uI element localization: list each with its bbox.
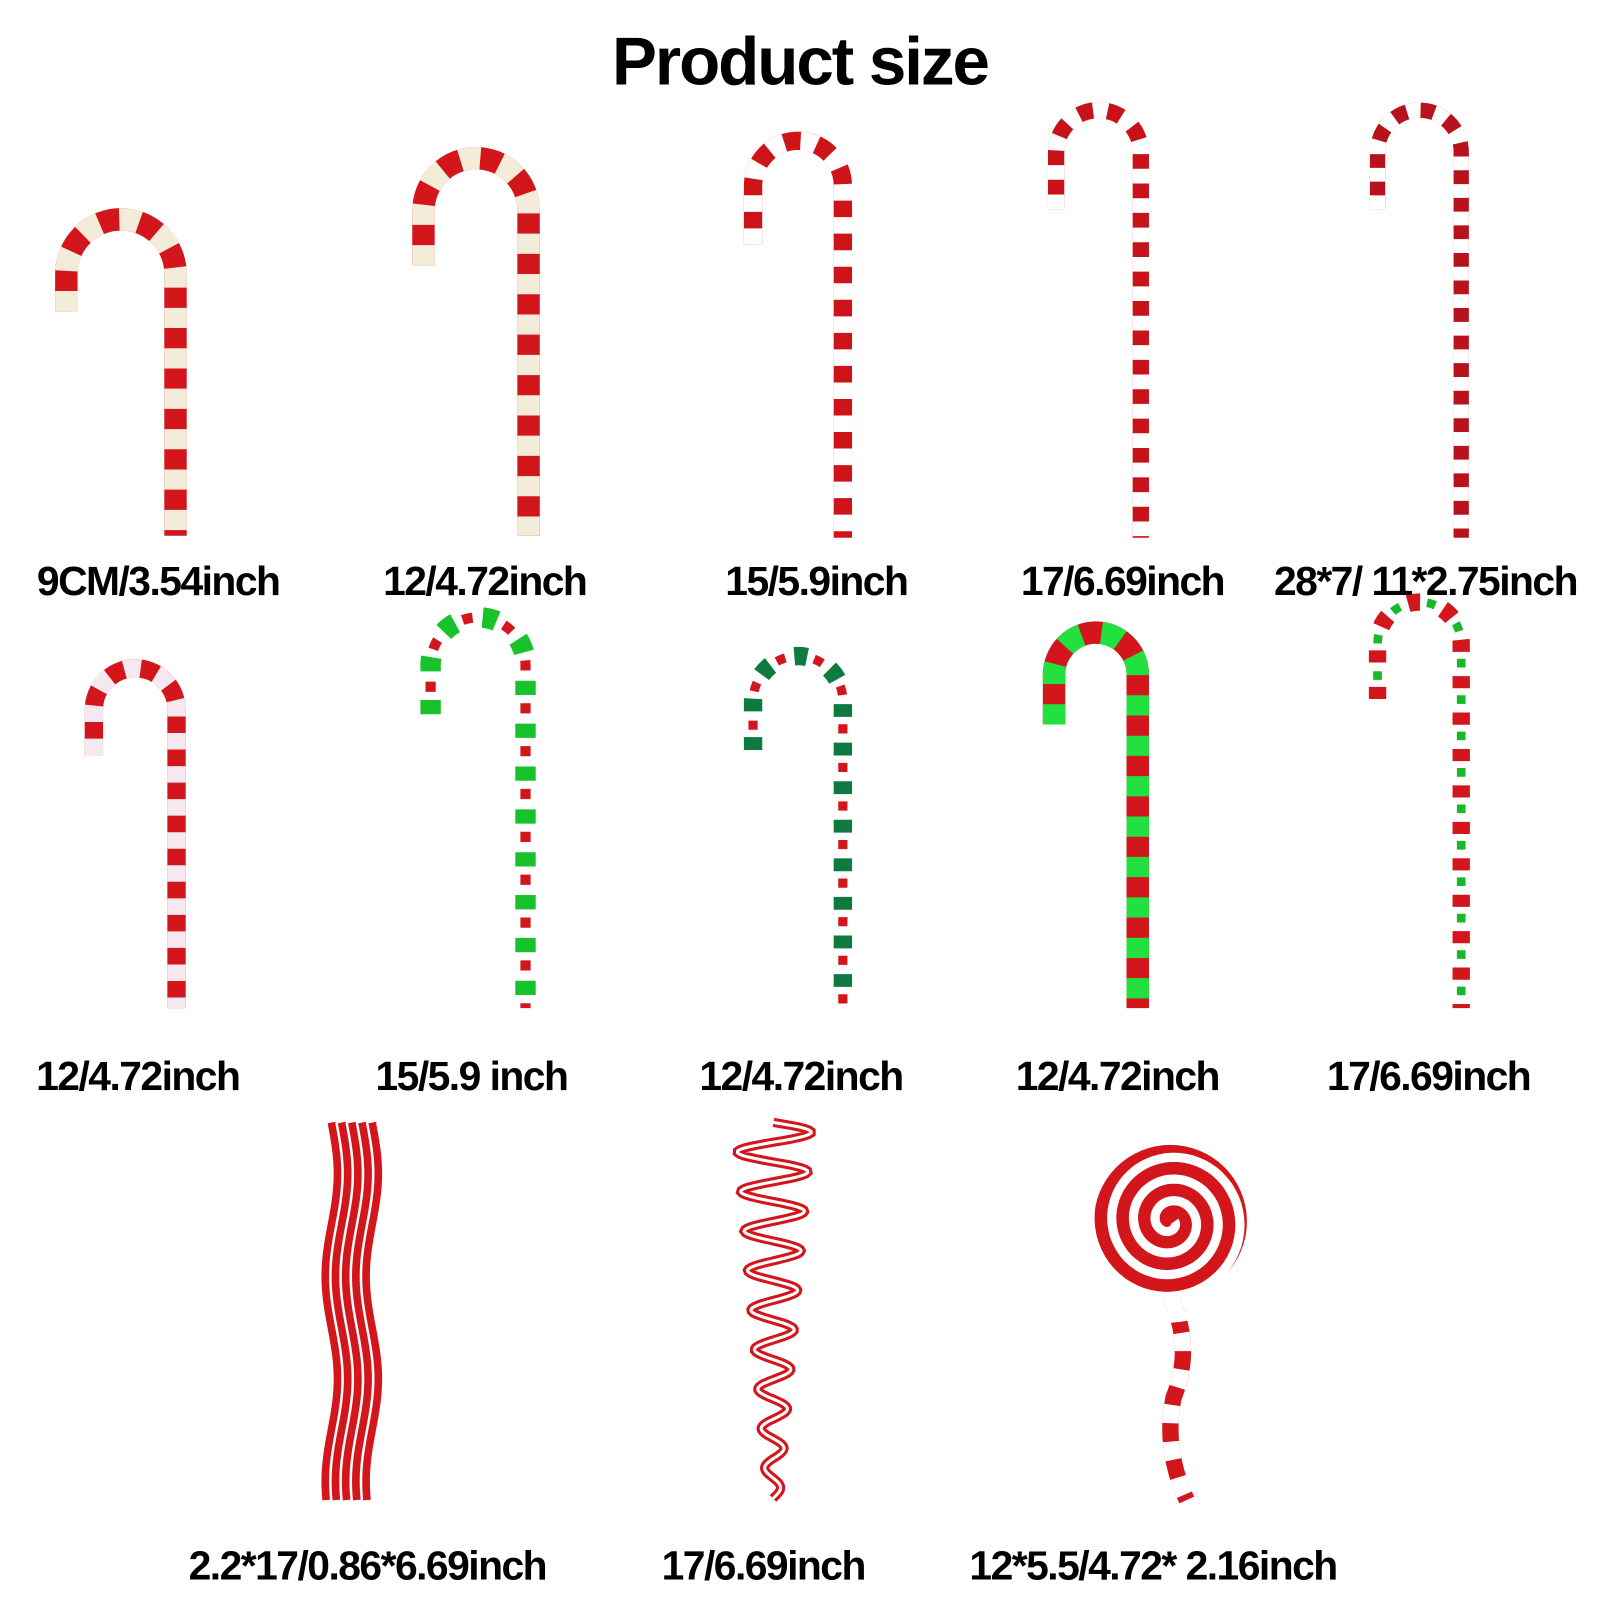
candy-cane-1 [55, 208, 187, 536]
size-label: 15/5.9inch [725, 559, 909, 605]
size-label: 12*5.5/4.72* 2.16inch [969, 1543, 1338, 1589]
size-label: 12/4.72inch [699, 1054, 904, 1099]
size-label: 12/4.72inch [36, 1054, 241, 1099]
candy-cane-8 [743, 646, 853, 1009]
size-label: 17/6.69inch [661, 1543, 867, 1589]
page-title: Product size [612, 23, 990, 99]
candy-cane-5 [1369, 102, 1469, 538]
candy-cane-2 [412, 146, 540, 536]
size-label: 12/4.72inch [383, 559, 588, 605]
spiral-icicle [732, 1117, 816, 1502]
size-label: 12/4.72inch [1015, 1054, 1221, 1099]
candy-cane-4 [1047, 102, 1149, 538]
lollipop [1063, 1109, 1267, 1504]
wavy-ribbon [321, 1121, 386, 1501]
candy-cane-7 [420, 607, 536, 1009]
size-label: 28*7/ 11*2.75inch [1273, 559, 1579, 605]
size-label: 9CM/3.54inch [36, 559, 281, 605]
size-label: 17/6.69inch [1020, 559, 1226, 605]
candy-cane-10 [1368, 593, 1470, 1009]
candy-cane-9 [1042, 621, 1149, 1009]
candy-cane-6 [84, 659, 186, 1009]
size-label: 17/6.69inch [1326, 1054, 1532, 1099]
size-label: 15/5.9 inch [375, 1054, 568, 1099]
size-label: 2.2*17/0.86*6.69inch [188, 1543, 548, 1589]
candy-cane-3 [743, 131, 853, 538]
